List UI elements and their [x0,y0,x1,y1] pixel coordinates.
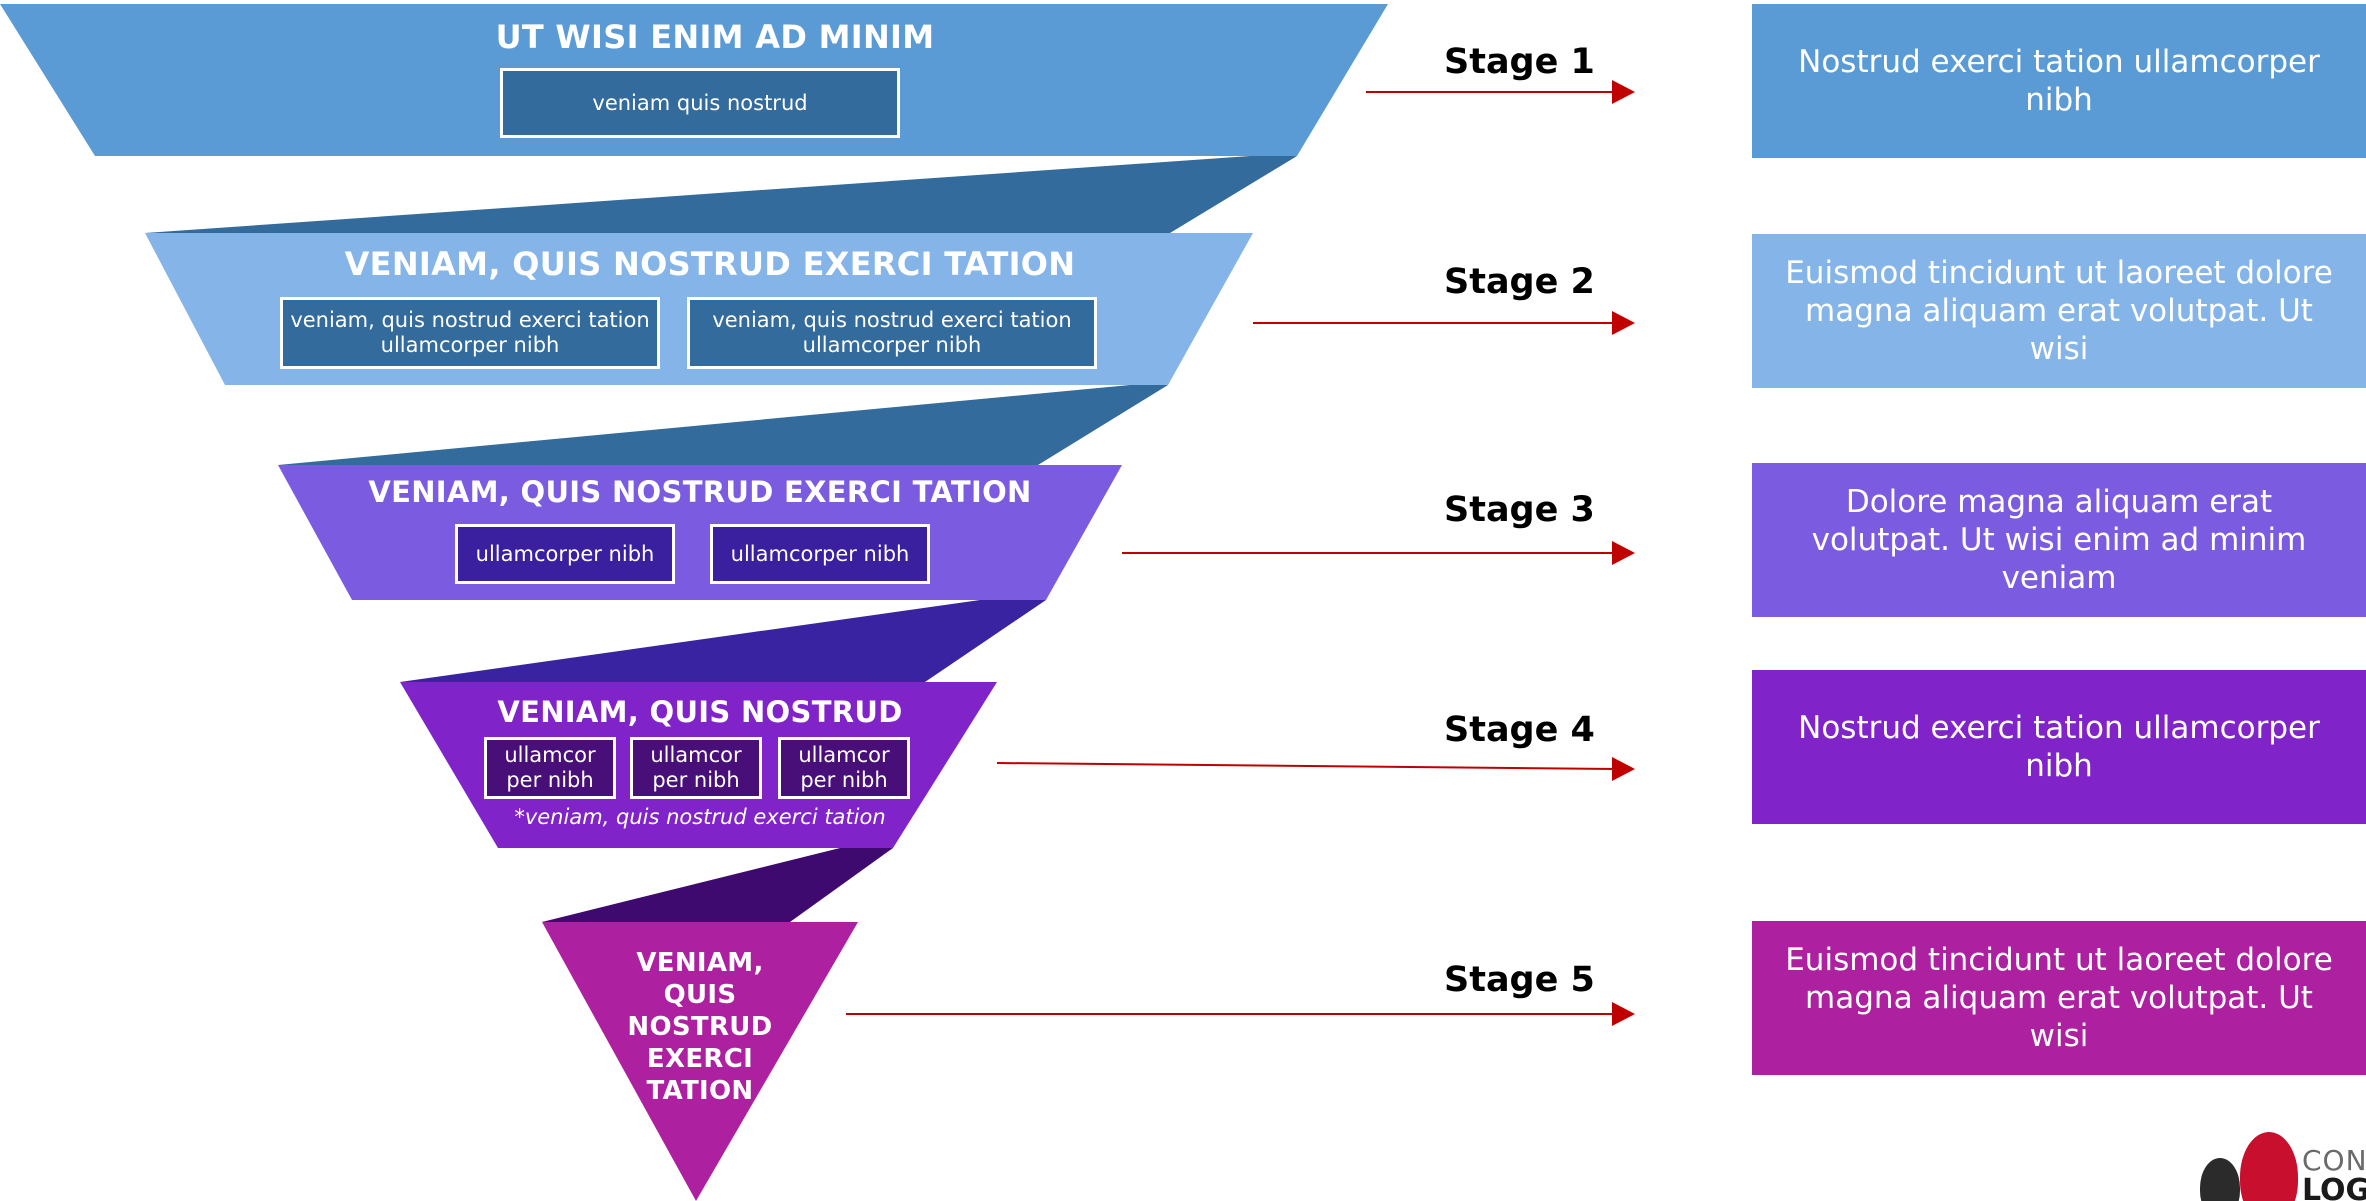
stage-1-arrow [1366,80,1635,104]
funnel-connector-3-4 [400,600,1046,682]
stage-1-description: Nostrud exerci tation ullamcorper nibh [1752,4,2366,158]
stage-5-title: VENIAM, QUIS NOSTRUD EXERCI TATION [627,948,773,1106]
stage-1-box-1: veniam quis nostrud [500,68,900,138]
stage-3-box-2: ullamcorper nibh [710,524,930,584]
stage-4-description: Nostrud exerci tation ullamcorper nibh [1752,670,2366,824]
stage-3-title: VENIAM, QUIS NOSTRUD EXERCI TATION [368,475,1032,509]
stage-5-arrow [846,1002,1635,1026]
funnel-connector-4-5 [542,848,893,922]
stage-5-description: Euismod tincidunt ut laoreet dolore magn… [1752,921,2366,1075]
funnel-layer-5 [542,922,858,1201]
stage-4-label: Stage 4 [1444,710,1595,750]
stage-3-description: Dolore magna aliquam erat volutpat. Ut w… [1752,463,2366,617]
stage-4-arrow [996,757,1635,781]
stage-2-title: VENIAM, QUIS NOSTRUD EXERCI TATION [344,245,1076,283]
stage-3-box-1: ullamcorper nibh [455,524,675,584]
logo-text-line-1: CON [2302,1144,2366,1177]
stage-4-box-3: ullamcor per nibh [778,737,910,799]
stage-4-title: VENIAM, QUIS NOSTRUD [497,695,903,729]
logo-mark-dark [2200,1158,2240,1201]
company-logo: CON LOG [2190,1128,2366,1201]
stage-2-box-2: veniam, quis nostrud exerci tation ullam… [687,297,1097,369]
stage-4-box-1: ullamcor per nibh [484,737,616,799]
stage-4-note: *veniam, quis nostrud exerci tation [514,805,886,829]
stage-5-label: Stage 5 [1444,960,1595,1000]
stage-1-label: Stage 1 [1444,42,1595,82]
stage-3-label: Stage 3 [1444,490,1595,530]
stage-3-arrow [1122,541,1635,565]
stage-2-description: Euismod tincidunt ut laoreet dolore magn… [1752,234,2366,388]
funnel-connector-1-2 [145,156,1297,233]
stage-2-box-1: veniam, quis nostrud exerci tation ullam… [280,297,660,369]
stage-1-title: UT WISI ENIM AD MINIM [495,18,935,56]
stage-2-arrow [1253,311,1635,335]
stage-2-label: Stage 2 [1444,262,1595,302]
stage-4-box-2: ullamcor per nibh [630,737,762,799]
logo-text-line-2: LOG [2302,1173,2366,1201]
logo-mark-red [2240,1132,2298,1201]
funnel-connector-2-3 [278,385,1168,465]
